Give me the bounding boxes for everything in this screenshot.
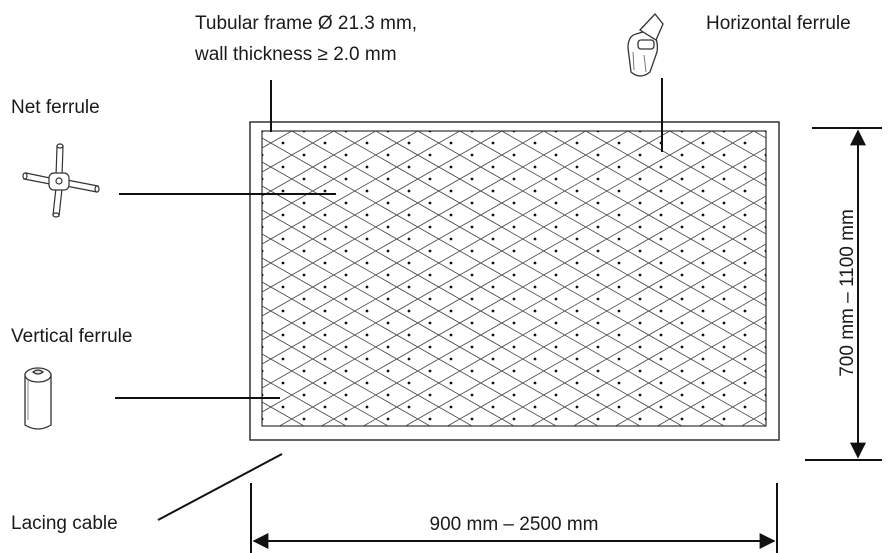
height-dimension [805,127,882,461]
width-dimension [250,483,778,553]
horizontal-ferrule-icon [627,13,664,77]
label-lacing-cable: Lacing cable [11,513,118,534]
label-tubular-frame-line1: Tubular frame Ø 21.3 mm, [195,13,417,34]
wire-mesh [262,131,766,426]
label-height-dimension: 700 mm – 1100 mm [837,209,858,377]
label-width-dimension: 900 mm – 2500 mm [430,514,599,535]
vertical-ferrule-icon [24,367,52,430]
label-tubular-frame-line2: wall thickness ≥ 2.0 mm [194,44,397,65]
leader-lacing-cable [157,453,283,521]
label-net-ferrule: Net ferrule [11,97,100,118]
net-ferrule-icon [22,143,100,218]
label-horizontal-ferrule: Horizontal ferrule [706,13,851,34]
mesh-nodes [262,131,766,421]
label-vertical-ferrule: Vertical ferrule [11,326,132,347]
